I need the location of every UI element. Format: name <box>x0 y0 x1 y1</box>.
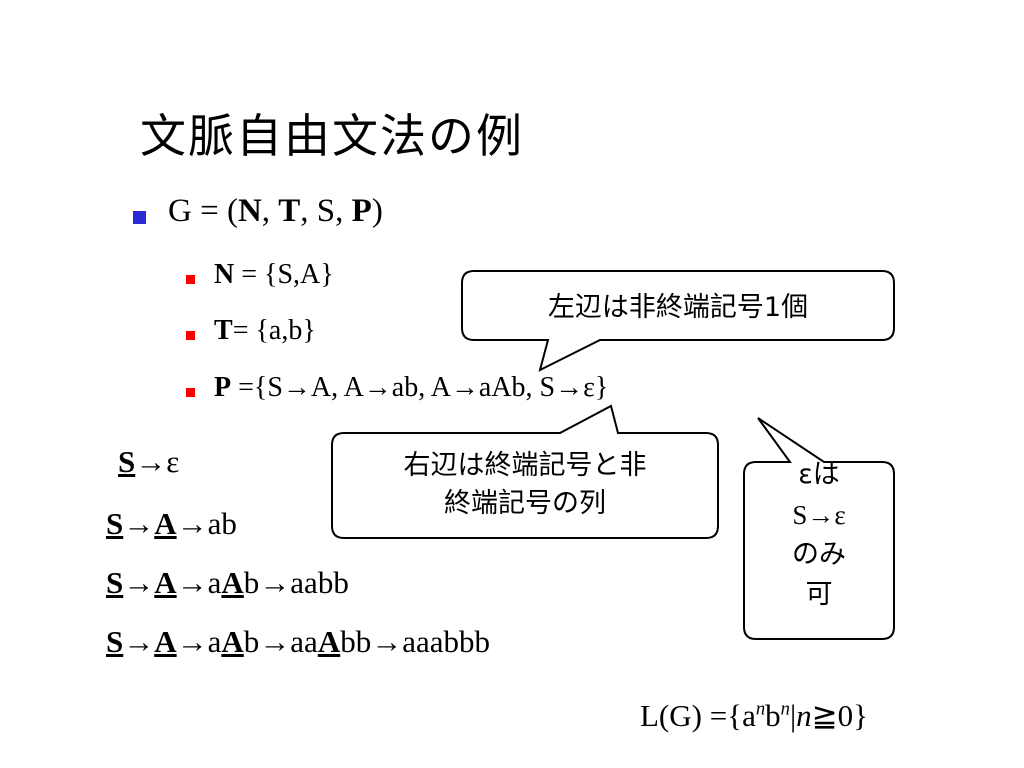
callout-epsilon-shape <box>743 417 895 640</box>
callout-epsilon-line3: のみ <box>792 539 846 570</box>
bullet-level2-icon <box>186 331 195 340</box>
lang-suffix: ≧0} <box>811 698 869 733</box>
grammar-sep2: , S, <box>300 193 352 229</box>
deriv-text: b→aa <box>243 624 318 659</box>
deriv-text: →ab <box>176 506 237 541</box>
lang-exp1: n <box>755 698 766 720</box>
callout-epsilon-text: εは S→ε のみ可 <box>744 455 894 615</box>
deriv-symbol: S <box>106 565 124 600</box>
callout-right-side-line2: 終端記号の列 <box>444 488 606 519</box>
nonterminal-set: N = {S,A} <box>214 259 334 291</box>
bullet-level2-icon <box>186 388 195 397</box>
derivation-3: S→A→aAb→aabb <box>106 565 349 601</box>
lang-mid: b <box>765 698 781 733</box>
deriv-symbol: A <box>221 565 244 600</box>
deriv-text: b→aabb <box>243 565 349 600</box>
grammar-P: P <box>351 193 372 229</box>
callout-epsilon-line2: S→ε <box>792 500 846 530</box>
derivation-1: S→ε <box>118 444 179 480</box>
p-value: ={S→A, A→ab, A→aAb, S→ε} <box>231 372 609 403</box>
terminal-set: T= {a,b} <box>214 315 316 347</box>
deriv-symbol: A <box>154 565 177 600</box>
deriv-text: bb→aaabbb <box>340 624 490 659</box>
deriv-symbol: A <box>317 624 341 659</box>
deriv-text: →a <box>176 624 222 659</box>
p-label: P <box>214 372 232 403</box>
t-label: T <box>214 315 233 346</box>
deriv-text: →ε <box>135 444 180 479</box>
grammar-T: T <box>278 193 301 229</box>
derivation-4: S→A→aAb→aaAbb→aaabbb <box>106 624 490 660</box>
lang-bar: | <box>789 698 797 733</box>
bullet-level2-icon <box>186 275 195 284</box>
grammar-suffix: ) <box>371 193 383 229</box>
t-value: = {a,b} <box>232 315 316 346</box>
callout-left-side-text: 左辺は非終端記号1個 <box>462 285 894 324</box>
callout-left-side-shape <box>461 270 895 372</box>
deriv-symbol: S <box>106 506 124 541</box>
deriv-symbol: S <box>118 444 136 479</box>
lang-exp2: n <box>780 698 790 720</box>
n-label: N <box>214 259 235 290</box>
callout-right-side-line1: 右辺は終端記号と非 <box>403 450 647 481</box>
production-set: P ={S→A, A→ab, A→aAb, S→ε} <box>214 372 608 404</box>
callout-epsilon-line4: 可 <box>805 579 833 610</box>
derivation-2: S→A→ab <box>106 506 237 542</box>
language-definition: L(G) ={anbn|n≧0} <box>640 698 868 734</box>
lang-var: n <box>796 698 812 733</box>
deriv-text: → <box>123 624 155 659</box>
slide-title: 文脈自由文法の例 <box>140 109 524 163</box>
grammar-sep1: , <box>261 193 279 229</box>
n-value: = {S,A} <box>234 259 334 290</box>
bullet-level1-icon <box>133 211 146 224</box>
callout-epsilon-line1: εは <box>798 459 840 490</box>
deriv-symbol: A <box>154 506 177 541</box>
deriv-text: → <box>123 565 155 600</box>
deriv-symbol: S <box>106 624 124 659</box>
grammar-N: N <box>237 193 262 229</box>
callout-right-side-text: 右辺は終端記号と非終端記号の列 <box>332 447 718 523</box>
grammar-definition: G = (N, T, S, P) <box>168 193 383 230</box>
deriv-symbol: A <box>221 624 244 659</box>
grammar-prefix: G = ( <box>168 193 238 229</box>
lang-prefix: L(G) ={a <box>640 698 756 733</box>
deriv-symbol: A <box>154 624 177 659</box>
callout-left-side-label: 左辺は非終端記号1個 <box>547 292 809 323</box>
deriv-text: → <box>123 506 155 541</box>
deriv-text: →a <box>176 565 222 600</box>
callout-right-side-shape <box>331 404 719 539</box>
